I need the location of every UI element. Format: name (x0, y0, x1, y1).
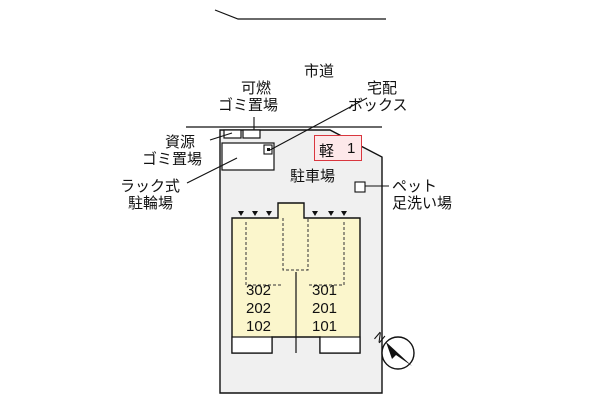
kei-space-number: 1 (347, 140, 356, 157)
right-unit-entry (319, 336, 361, 354)
pet-foot-wash-label-line1: ペット (392, 177, 438, 195)
combustible-garbage-station (242, 129, 261, 139)
bicycle-rack-label-line1: ラック式 (120, 177, 181, 195)
parking-label: 駐車場 (290, 167, 336, 185)
combustible-garbage-label-line2: ゴミ置場 (218, 96, 279, 114)
pet-foot-wash-label-line2: 足洗い場 (392, 194, 453, 212)
unit-number: 302 (246, 282, 272, 299)
interior-layout-dashes (245, 218, 345, 286)
pet-foot-wash (354, 181, 366, 193)
unit-number: 102 (246, 318, 272, 335)
unit-number: 202 (246, 300, 272, 317)
left-unit-entry (231, 336, 273, 354)
road-edge-line (214, 9, 386, 20)
recycle-garbage-station (223, 129, 242, 139)
entrance-markers (238, 211, 347, 216)
north-compass (381, 336, 415, 370)
bicycle-rack-label-line2: 駐輪場 (128, 194, 174, 212)
unit-number: 201 (312, 300, 338, 317)
kei-car-parking-badge: 軽 1 (314, 135, 362, 161)
combustible-garbage-label-line1: 可燃 (240, 79, 271, 97)
kei-label: 軽 (319, 142, 335, 160)
recycle-garbage-label-line2: ゴミ置場 (142, 150, 203, 168)
delivery-box-label-line1: 宅配 (366, 79, 397, 97)
leader-lines (186, 97, 389, 187)
delivery-box-mark (267, 148, 270, 151)
delivery-box-label-line2: ボックス (348, 96, 408, 114)
city-road-label: 市道 (304, 62, 335, 80)
unit-number: 101 (312, 318, 338, 335)
unit-number: 301 (312, 282, 338, 299)
recycle-garbage-label-line1: 資源 (164, 133, 195, 151)
